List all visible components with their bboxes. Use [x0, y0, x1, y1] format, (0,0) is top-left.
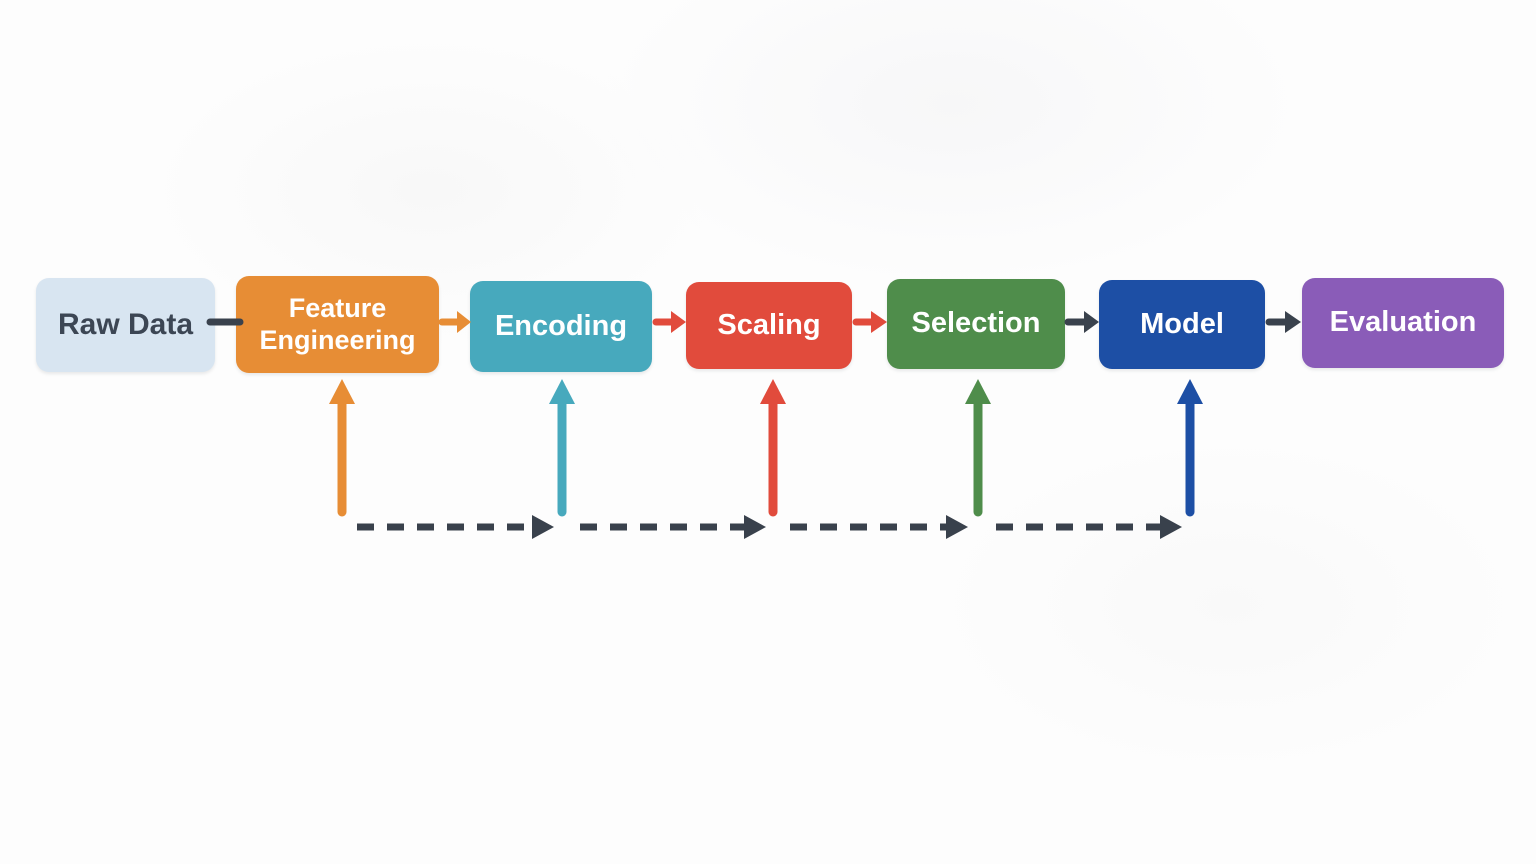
- node-scaling: Scaling: [686, 282, 852, 369]
- up-arrow-selection: [965, 379, 991, 517]
- node-feature-engineering: Feature Engineering: [236, 276, 439, 373]
- arrow-head-icon: [549, 379, 575, 404]
- arrow-model-to-evaluation: [1265, 311, 1301, 333]
- arrow-head-icon: [1285, 311, 1301, 333]
- arrow-head-icon: [744, 515, 766, 539]
- up-arrow-feature-engineering: [329, 379, 355, 517]
- node-selection: Selection: [887, 279, 1065, 369]
- up-arrow-scaling: [760, 379, 786, 517]
- arrow-encoding-to-scaling: [652, 311, 686, 333]
- up-arrow-model: [1177, 379, 1203, 517]
- up-arrow-encoding: [549, 379, 575, 517]
- dashed-flow-line: [357, 515, 1182, 539]
- arrow-head-icon: [532, 515, 554, 539]
- arrow-head-icon: [871, 311, 887, 333]
- arrow-head-icon: [457, 311, 471, 333]
- arrow-head-icon: [965, 379, 991, 404]
- arrow-feature-engineering-to-encoding: [438, 311, 471, 333]
- arrow-head-icon: [1084, 311, 1099, 333]
- arrow-head-icon: [1160, 515, 1182, 539]
- node-model: Model: [1099, 280, 1265, 369]
- arrow-scaling-to-selection: [852, 311, 887, 333]
- node-encoding: Encoding: [470, 281, 652, 372]
- arrow-head-icon: [1177, 379, 1203, 404]
- arrow-head-icon: [946, 515, 968, 539]
- arrow-head-icon: [760, 379, 786, 404]
- node-raw-data: Raw Data: [36, 278, 215, 372]
- arrow-head-icon: [671, 311, 686, 333]
- node-evaluation: Evaluation: [1302, 278, 1504, 368]
- arrow-selection-to-model: [1064, 311, 1099, 333]
- arrow-head-icon: [329, 379, 355, 404]
